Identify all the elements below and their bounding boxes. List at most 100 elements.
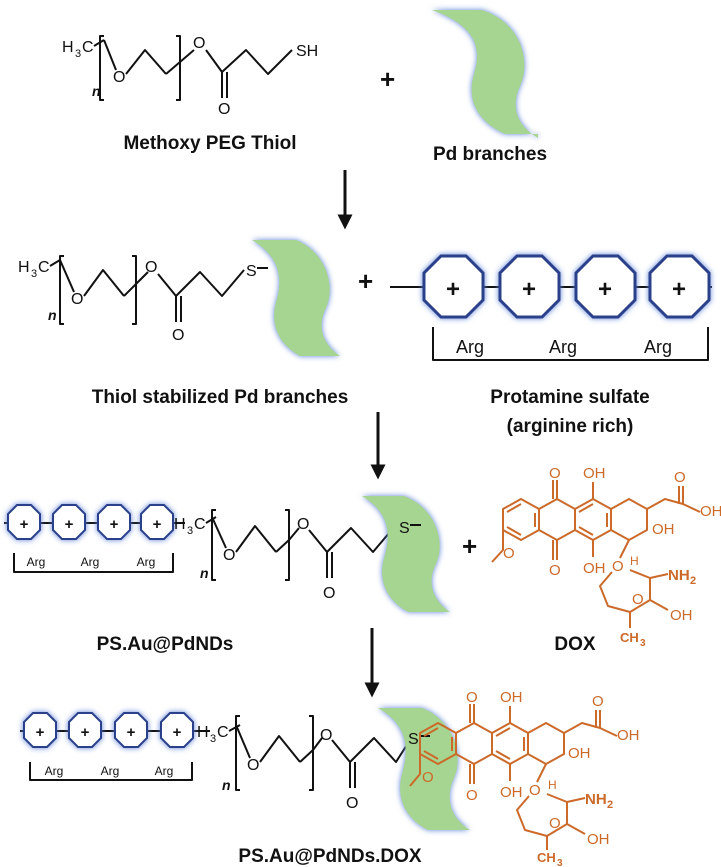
svg-text:O: O <box>218 101 230 118</box>
svg-text:O: O <box>549 465 561 482</box>
svg-text:NH: NH <box>668 567 690 584</box>
svg-text:+: + <box>153 516 162 533</box>
svg-text:n: n <box>92 83 101 99</box>
pd-branch-shape <box>432 10 538 138</box>
plus-sign-2: + <box>358 266 373 296</box>
svg-text:2: 2 <box>607 799 613 811</box>
dox-structure-loaded: O O OH OH O OH OH O H O O NH 2 OH CH 3 <box>409 689 640 867</box>
svg-text:2: 2 <box>690 575 696 587</box>
svg-text:O: O <box>549 815 561 832</box>
svg-text:H: H <box>548 778 557 792</box>
thiol-stabilized-label: Thiol stabilized Pd branches <box>92 387 349 408</box>
arginine-unit-2 <box>498 254 561 319</box>
svg-text:H: H <box>62 39 74 56</box>
svg-text:Arg: Arg <box>456 337 484 357</box>
svg-text:+: + <box>173 724 182 741</box>
svg-text:O: O <box>529 782 541 799</box>
svg-text:OH: OH <box>500 689 523 706</box>
svg-text:3: 3 <box>187 525 193 537</box>
svg-text:3: 3 <box>640 638 646 649</box>
plus-sign-3: + <box>462 531 477 561</box>
svg-text:Arg: Arg <box>137 555 156 569</box>
plus-sign: + <box>380 64 395 94</box>
svg-text:O: O <box>297 516 309 533</box>
ps-au-pdnds-structure: + + + + Arg Arg Arg H 3 C O n O O S S <box>4 496 450 612</box>
svg-text:OH: OH <box>652 521 675 538</box>
svg-text:+: + <box>36 724 45 741</box>
methoxy-peg-thiol-structure: H 3 C O n O O SH <box>62 35 318 118</box>
svg-text:O: O <box>592 693 604 710</box>
svg-text:OH: OH <box>700 503 721 520</box>
svg-text:OH: OH <box>568 745 591 762</box>
svg-text:C: C <box>194 516 206 533</box>
svg-text:O: O <box>172 327 184 344</box>
svg-text:O: O <box>247 757 259 774</box>
svg-text:O: O <box>193 35 205 52</box>
svg-text:3: 3 <box>210 733 216 745</box>
svg-text:OH: OH <box>617 727 640 744</box>
svg-text:O: O <box>323 585 335 602</box>
protamine-sulfate-label: Protamine sulfate <box>490 387 649 408</box>
svg-text:+: + <box>127 724 136 741</box>
svg-text:CH: CH <box>620 630 639 645</box>
svg-text:H: H <box>18 259 30 276</box>
svg-text:+: + <box>598 276 612 303</box>
methoxy-peg-thiol-label: Methoxy PEG Thiol <box>123 133 296 154</box>
svg-text:O: O <box>71 291 83 308</box>
dox-label: DOX <box>554 634 596 655</box>
svg-text:O: O <box>223 547 235 564</box>
svg-text:O: O <box>632 591 644 608</box>
svg-text:Arg: Arg <box>81 555 100 569</box>
svg-text:O: O <box>145 259 157 276</box>
svg-text:O: O <box>549 562 561 579</box>
svg-text:+: + <box>446 276 460 303</box>
arginine-unit-1 <box>422 254 485 319</box>
ps-au-pdnds-dox-structure: + + + + Arg Arg Arg H 3 C O n O O S <box>20 708 470 830</box>
svg-text:NH: NH <box>585 791 607 808</box>
svg-text:SH: SH <box>296 43 318 60</box>
svg-text:+: + <box>672 276 686 303</box>
svg-text:3: 3 <box>31 268 37 280</box>
svg-text:Arg: Arg <box>101 764 120 778</box>
svg-text:+: + <box>81 724 90 741</box>
svg-text:S: S <box>399 520 410 537</box>
svg-text:Arg: Arg <box>27 555 46 569</box>
svg-text:CH: CH <box>537 850 556 865</box>
svg-text:n: n <box>48 307 57 323</box>
svg-text:C: C <box>217 724 229 741</box>
svg-text:O: O <box>612 558 624 575</box>
svg-text:OH: OH <box>587 831 610 848</box>
pd-branch-shape-3 <box>362 496 450 612</box>
svg-text:C: C <box>38 259 50 276</box>
svg-text:+: + <box>20 516 29 533</box>
protamine-chain: + + + + Arg Arg Arg <box>390 254 712 361</box>
svg-text:O: O <box>466 787 478 804</box>
dox-structure: O O OH OH O OH OH O H O O NH 2 OH CH 3 <box>491 465 721 649</box>
arginine-unit-3 <box>574 254 637 319</box>
svg-text:O: O <box>422 769 434 786</box>
pd-branches-label: Pd branches <box>433 144 547 165</box>
svg-text:+: + <box>110 516 119 533</box>
svg-text:S: S <box>408 731 419 748</box>
pd-branch-shape-2 <box>252 240 340 356</box>
ps-au-pdnds-dox-label: PS.Au@PdNDs.DOX <box>238 846 422 867</box>
arginine-rich-label: (arginine rich) <box>507 416 634 437</box>
svg-text:Arg: Arg <box>45 764 64 778</box>
svg-text:+: + <box>65 516 74 533</box>
svg-text:OH: OH <box>670 607 693 624</box>
svg-text:H: H <box>630 554 639 568</box>
svg-text:n: n <box>200 565 209 581</box>
svg-text:O: O <box>113 69 125 86</box>
svg-text:O: O <box>346 795 358 812</box>
svg-text:O: O <box>320 727 332 744</box>
svg-text:n: n <box>222 777 231 793</box>
svg-text:Arg: Arg <box>644 337 672 357</box>
svg-text:H: H <box>174 516 186 533</box>
pd-branch-shape-4 <box>378 708 470 830</box>
svg-text:O: O <box>674 469 686 486</box>
svg-text:3: 3 <box>557 858 563 867</box>
svg-text:3: 3 <box>75 48 81 60</box>
thiol-stabilized-pd-structure: H 3 C O n O O S <box>18 240 340 356</box>
svg-text:S: S <box>246 263 257 280</box>
